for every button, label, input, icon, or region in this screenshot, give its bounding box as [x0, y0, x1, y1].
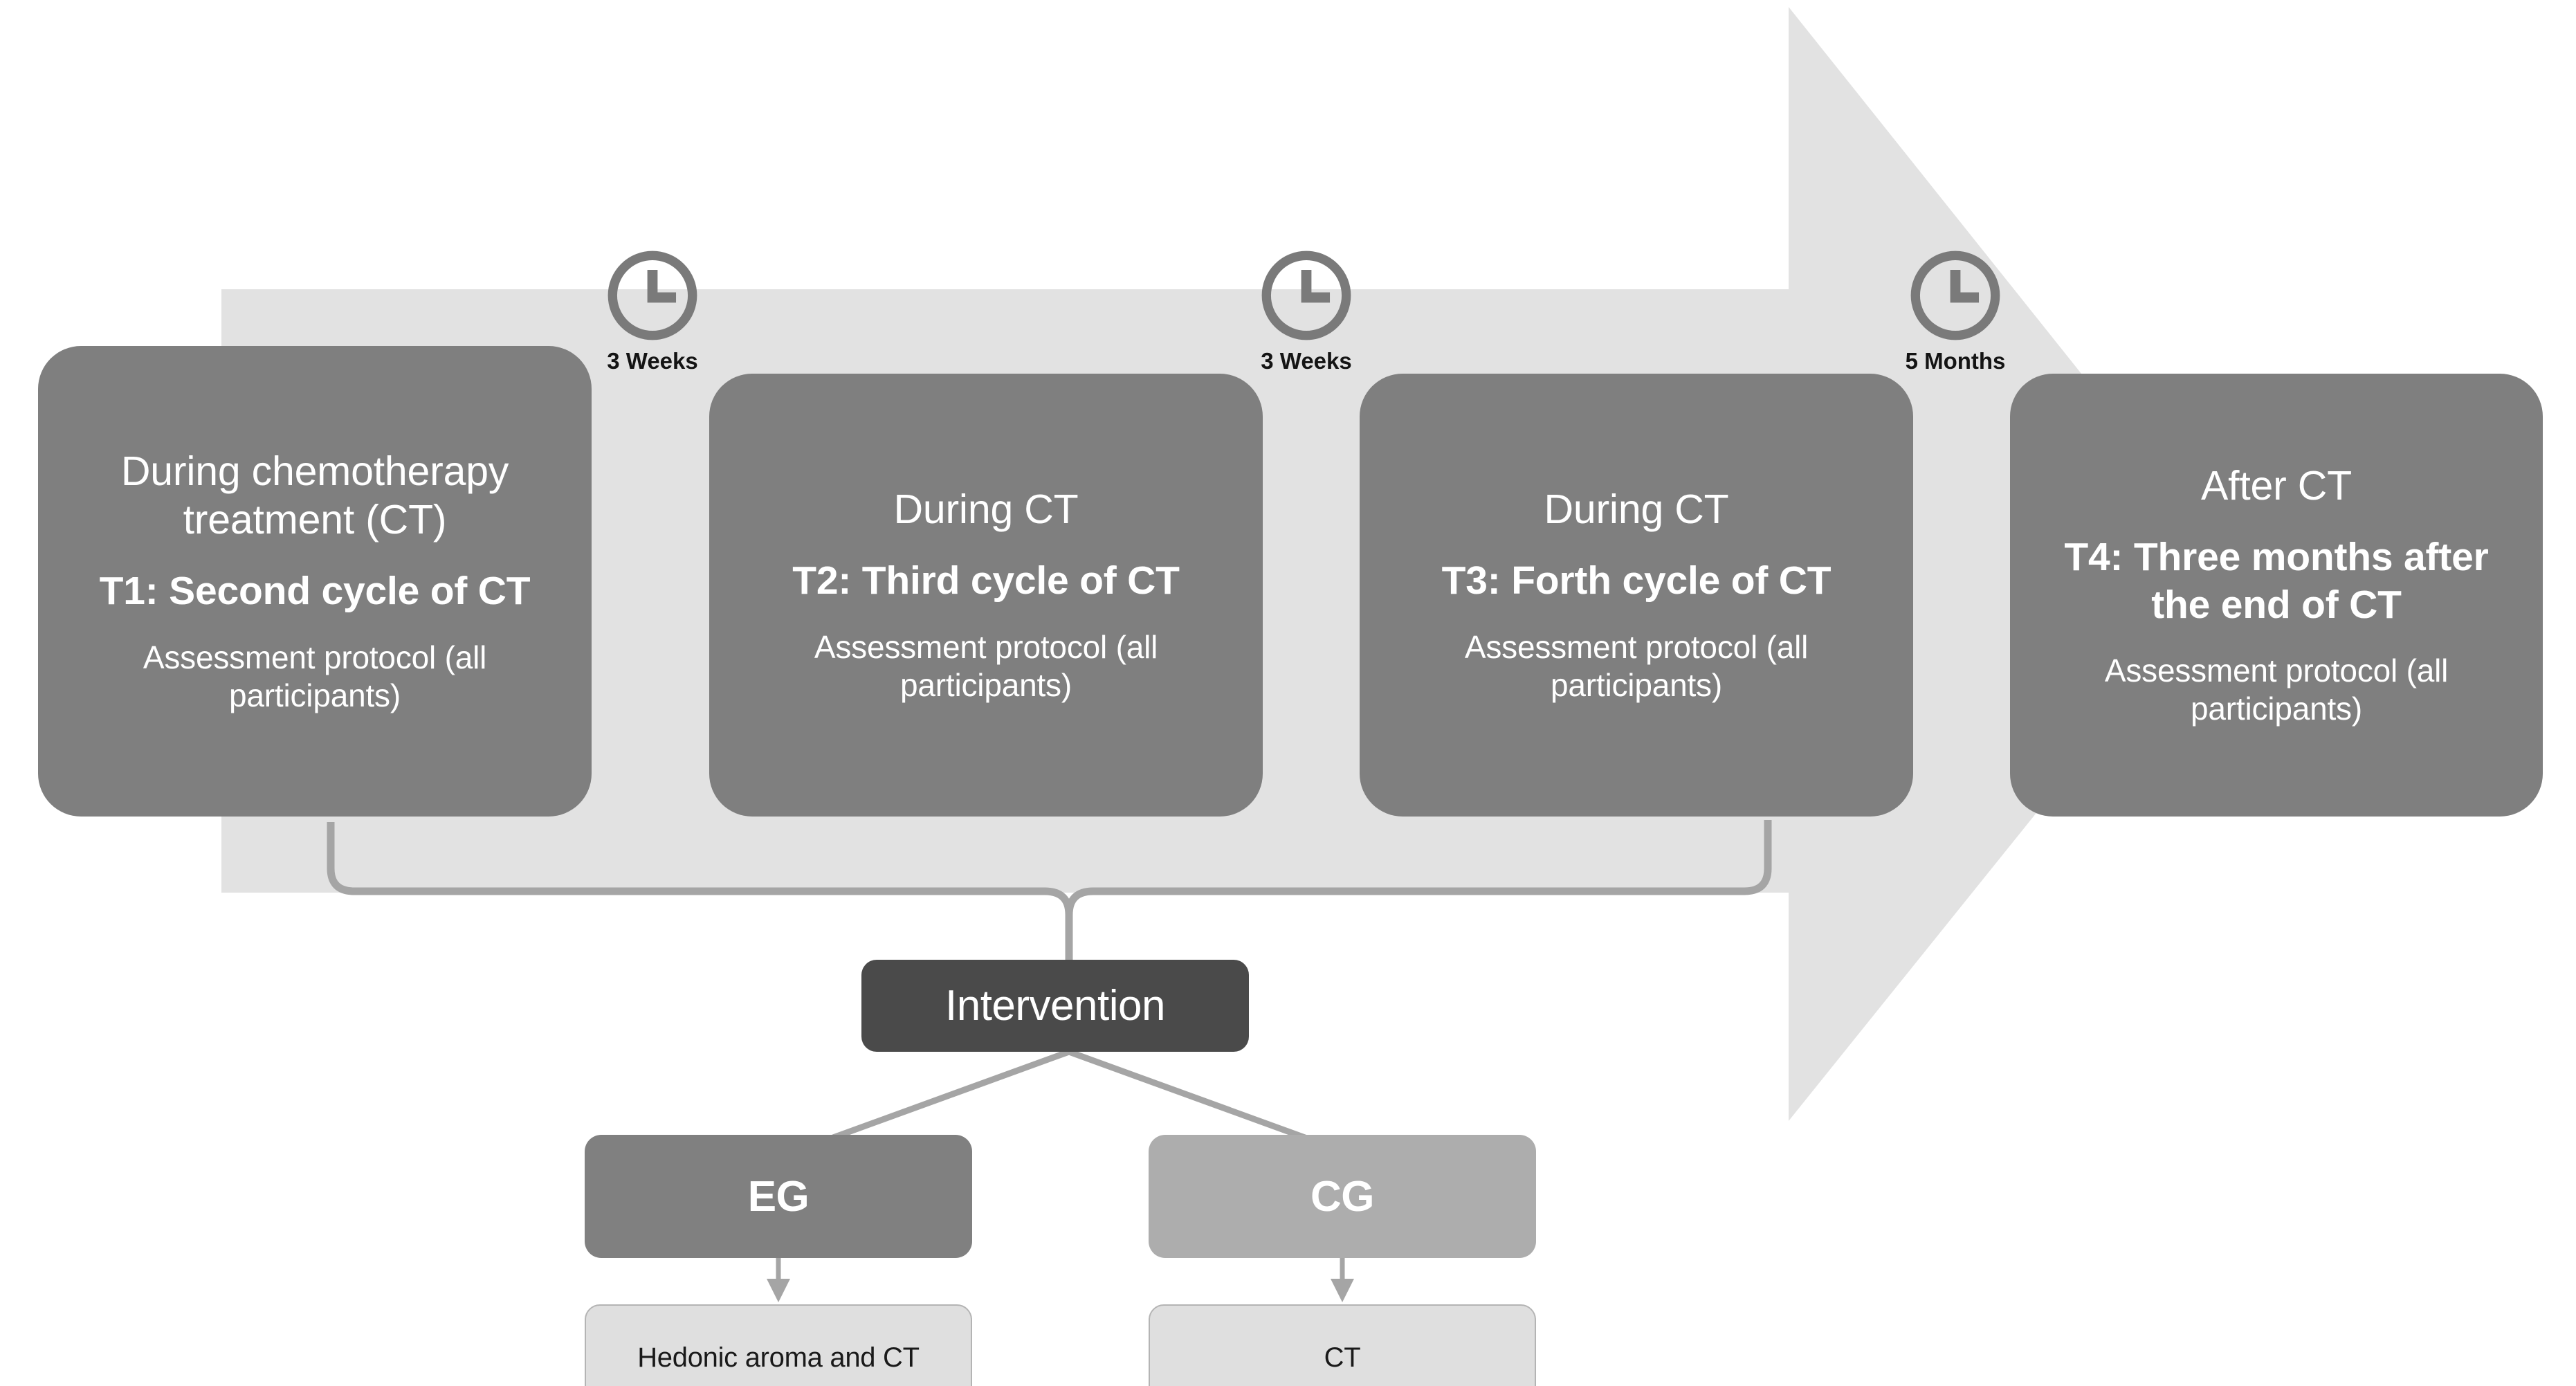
stage-t3-timepoint: T3: Forth cycle of CT	[1441, 558, 1831, 603]
clock-icon	[608, 250, 697, 340]
intervention-box[interactable]: Intervention	[861, 960, 1249, 1052]
detail-box-eg[interactable]: Hedonic aroma and CT	[585, 1304, 972, 1386]
intervention-label: Intervention	[945, 982, 1166, 1030]
stage-t4-timepoint: T4: Three months after the end of CT	[2064, 535, 2489, 627]
interval-label-3: 5 Months	[1905, 348, 2006, 374]
stage-t2-timepoint: T2: Third cycle of CT	[792, 558, 1180, 603]
stage-box-t3[interactable]: During CT T3: Forth cycle of CT Assessme…	[1360, 374, 1913, 817]
stage-t2-phase: During CT	[893, 486, 1079, 532]
interval-label-1: 3 Weeks	[607, 348, 698, 374]
group-box-cg[interactable]: CG	[1149, 1135, 1536, 1258]
interval-label-2: 3 Weeks	[1261, 348, 1352, 374]
stage-t3-protocol: Assessment protocol (all participants)	[1464, 628, 1809, 703]
detail-box-cg[interactable]: CT	[1149, 1304, 1536, 1386]
group-label-eg: EG	[747, 1172, 810, 1221]
stage-box-t2[interactable]: During CT T2: Third cycle of CT Assessme…	[709, 374, 1263, 817]
group-box-eg[interactable]: EG	[585, 1135, 972, 1258]
stage-t1-timepoint: T1: Second cycle of CT	[99, 569, 531, 614]
clock-icon	[1261, 250, 1351, 340]
group-label-cg: CG	[1310, 1172, 1375, 1221]
stage-box-t4[interactable]: After CT T4: Three months after the end …	[2010, 374, 2543, 817]
detail-label-eg: Hedonic aroma and CT	[637, 1342, 920, 1373]
stage-t4-protocol: Assessment protocol (all participants)	[2104, 653, 2449, 727]
interval-marker-1: 3 Weeks	[576, 244, 729, 374]
stage-t2-protocol: Assessment protocol (all participants)	[814, 628, 1158, 703]
clock-icon	[1910, 250, 2000, 340]
stage-t4-phase: After CT	[2200, 462, 2353, 509]
stage-t3-phase: During CT	[1544, 486, 1729, 532]
interval-marker-3: 5 Months	[1879, 244, 2031, 374]
stage-t1-protocol: Assessment protocol (all participants)	[143, 639, 487, 713]
detail-label-cg: CT	[1324, 1342, 1361, 1373]
interval-marker-2: 3 Weeks	[1230, 244, 1382, 374]
stage-t1-phase: During chemotherapy treatment (CT)	[120, 448, 509, 542]
stage-box-t1[interactable]: During chemotherapy treatment (CT) T1: S…	[38, 346, 592, 817]
